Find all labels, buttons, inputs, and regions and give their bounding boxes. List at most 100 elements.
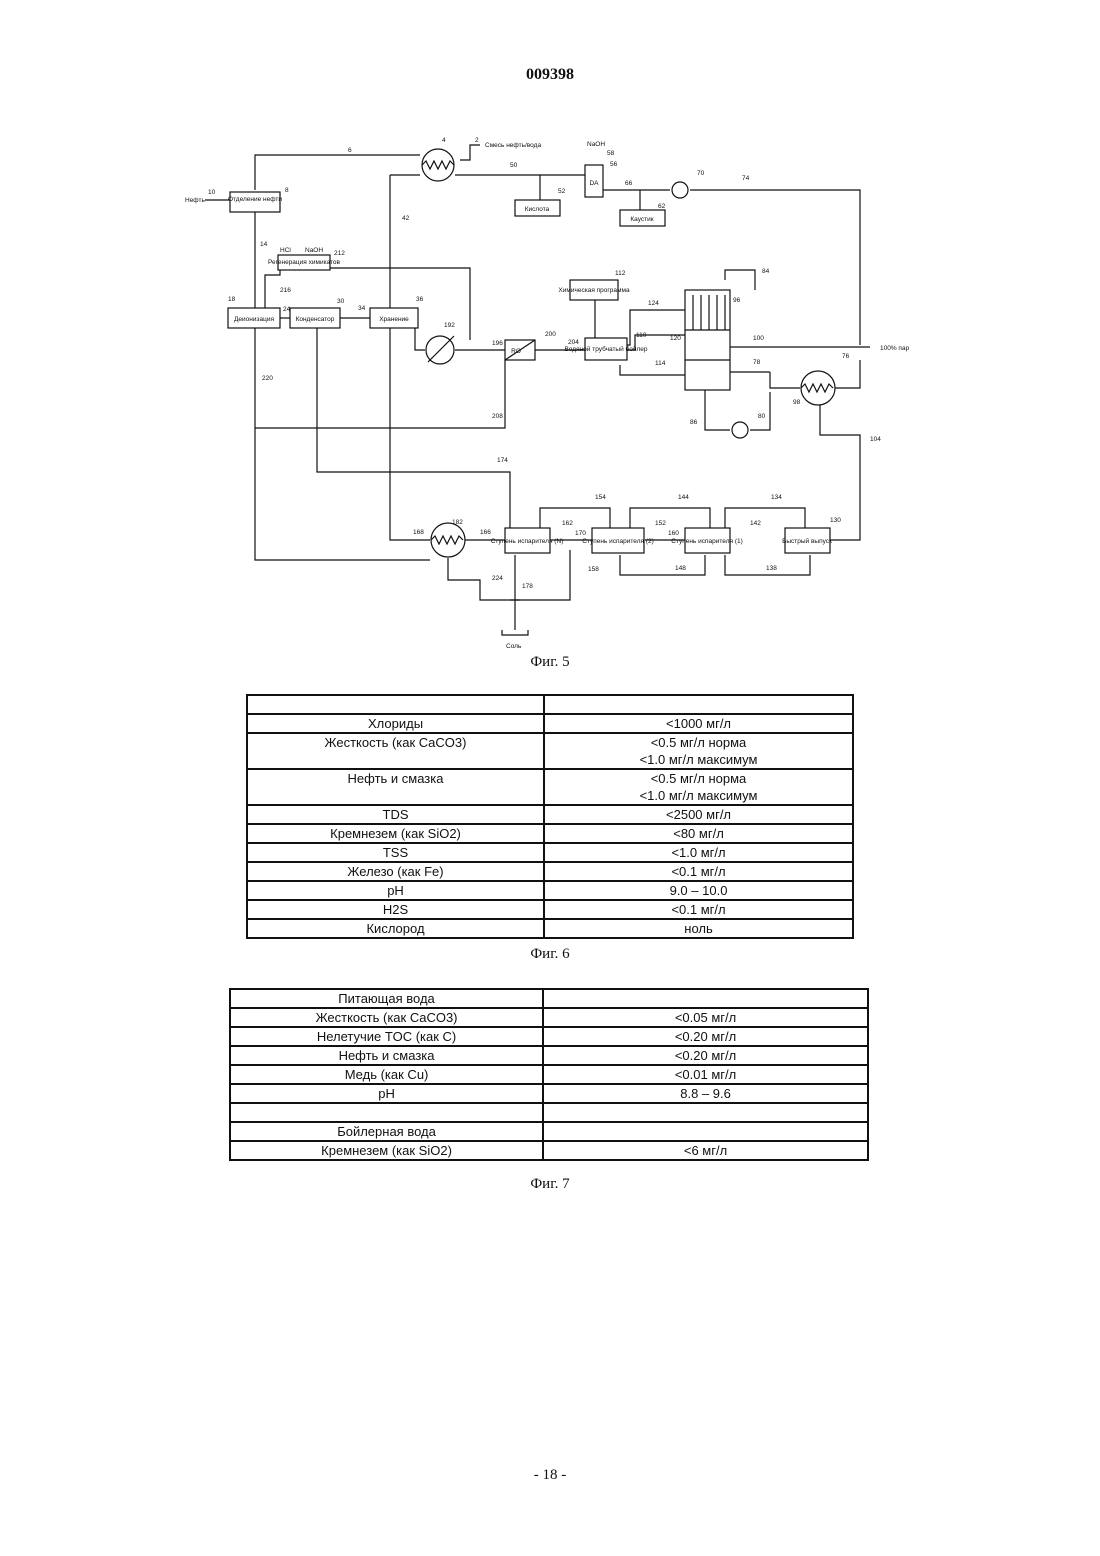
ref-120: 120 [670, 335, 681, 342]
table-row: H2S <0.1 мг/л [247, 900, 853, 919]
ref-204: 204 [568, 339, 579, 346]
value-cell: 8.8 – 9.6 [543, 1084, 868, 1103]
box-labels: Отделение нефти Кислота DA Каустик Реген… [228, 180, 832, 545]
param-cell: Бойлерная вода [230, 1122, 543, 1141]
ref-24: 24 [283, 306, 291, 313]
label-da: DA [589, 180, 599, 187]
ref-134: 134 [771, 494, 782, 501]
ref-216: 216 [280, 287, 291, 294]
param-cell: Жесткость (как CaCO3) [230, 1008, 543, 1027]
ref-130: 130 [830, 517, 841, 524]
ref-6: 6 [348, 147, 352, 154]
ref-160: 160 [668, 530, 679, 537]
label-evap-2: Ступень испарителя (2) [582, 538, 654, 545]
value-cell: 9.0 – 10.0 [544, 881, 853, 900]
ref-76: 76 [842, 353, 850, 360]
param-cell: Кремнезем (как SiO2) [247, 824, 544, 843]
table-row: Нефть и смазка <0.20 мг/л [230, 1046, 868, 1065]
param-cell: Нефть и смазка [230, 1046, 543, 1065]
label-chem-program: Химическая программа [558, 287, 630, 294]
param-cell: Медь (как Cu) [230, 1065, 543, 1084]
value-cell: <80 мг/л [544, 824, 853, 843]
value-cell: <0.5 мг/л норма <1.0 мг/л максимум [544, 733, 853, 769]
pump-80 [732, 422, 748, 438]
value-cell: <0.5 мг/л норма <1.0 мг/л максимум [544, 769, 853, 805]
table-row: Питающая вода [230, 989, 868, 1008]
value-cell: <0.1 мг/л [544, 862, 853, 881]
ref-34: 34 [358, 305, 366, 312]
ref-138: 138 [766, 565, 777, 572]
ref-42: 42 [402, 215, 410, 222]
param-cell: Кислород [247, 919, 544, 938]
table-row: pH 9.0 – 10.0 [247, 881, 853, 900]
param-cell: pH [230, 1084, 543, 1103]
value-cell: <6 мг/л [543, 1141, 868, 1160]
label-condenser: Конденсатор [296, 316, 335, 323]
label-evap-1: Ступень испарителя (1) [671, 538, 743, 545]
page-footer-number: - 18 - [0, 1467, 1100, 1484]
label-oil-water-mix: Смесь нефть/вода [485, 142, 541, 149]
ref-168: 168 [413, 529, 424, 536]
param-cell [247, 695, 544, 714]
ref-74: 74 [742, 175, 750, 182]
label-hcl: HCl [280, 247, 291, 254]
label-storage: Хранение [379, 316, 409, 323]
table-row: Нефть и смазка <0.5 мг/л норма <1.0 мг/л… [247, 769, 853, 805]
table-row: Медь (как Cu) <0.01 мг/л [230, 1065, 868, 1084]
label-flash: Быстрый выпуск [782, 537, 832, 545]
param-cell: pH [247, 881, 544, 900]
label-naoh: NaOH [305, 247, 323, 254]
pump-70 [672, 182, 688, 198]
param-cell: TDS [247, 805, 544, 824]
label-deion: Деионизация [234, 316, 274, 323]
ref-8: 8 [285, 187, 289, 194]
ref-4: 4 [442, 137, 446, 144]
value-cell: ноль [544, 919, 853, 938]
ref-2: 2 [475, 137, 479, 144]
label-caustic: Каустик [630, 216, 653, 223]
param-cell: Железо (как Fe) [247, 862, 544, 881]
ref-144: 144 [678, 494, 689, 501]
ref-112: 112 [615, 270, 626, 277]
ref-30: 30 [337, 298, 345, 305]
param-cell: Нефть и смазка [247, 769, 544, 805]
ref-86: 86 [690, 419, 698, 426]
table-row: Бойлерная вода [230, 1122, 868, 1141]
param-cell: Жесткость (как CaCO3) [247, 733, 544, 769]
ref-110: 110 [636, 332, 647, 339]
param-cell [230, 1103, 543, 1122]
ref-52: 52 [558, 188, 566, 195]
figure-5-caption: Фиг. 5 [0, 654, 1100, 671]
table-row: TDS <2500 мг/л [247, 805, 853, 824]
ref-104: 104 [870, 436, 881, 443]
ref-96: 96 [733, 297, 741, 304]
ref-84: 84 [762, 268, 770, 275]
ref-192: 192 [444, 322, 455, 329]
process-flow-diagram: Отделение нефти Кислота DA Каустик Реген… [170, 130, 930, 660]
value-cell: <0.1 мг/л [544, 900, 853, 919]
label-salt: Соль [506, 643, 522, 650]
steam-drum [685, 290, 730, 390]
ref-196: 196 [492, 340, 503, 347]
ref-182: 182 [452, 519, 463, 526]
value-cell [544, 695, 853, 714]
table-row: Кремнезем (как SiO2) <6 мг/л [230, 1141, 868, 1160]
figure-7-table: Питающая вода Жесткость (как CaCO3) <0.0… [229, 988, 869, 1161]
ref-152: 152 [655, 520, 666, 527]
equipment-boxes [228, 165, 830, 553]
ref-10: 10 [208, 189, 216, 196]
param-cell: Питающая вода [230, 989, 543, 1008]
value-cell [543, 1122, 868, 1141]
table-row: Жесткость (как CaCO3) <0.5 мг/л норма <1… [247, 733, 853, 769]
value-cell [543, 989, 868, 1008]
value-cell: <1000 мг/л [544, 714, 853, 733]
table-row: Жесткость (как CaCO3) <0.05 мг/л [230, 1008, 868, 1027]
ref-56: 56 [610, 161, 618, 168]
label-naoh-top: NaOH [587, 141, 605, 148]
ref-178: 178 [522, 583, 533, 590]
ref-58: 58 [607, 150, 615, 157]
param-cell: H2S [247, 900, 544, 919]
heat-exchanger-4 [422, 149, 454, 181]
ref-166: 166 [480, 529, 491, 536]
ref-174: 174 [497, 457, 508, 464]
